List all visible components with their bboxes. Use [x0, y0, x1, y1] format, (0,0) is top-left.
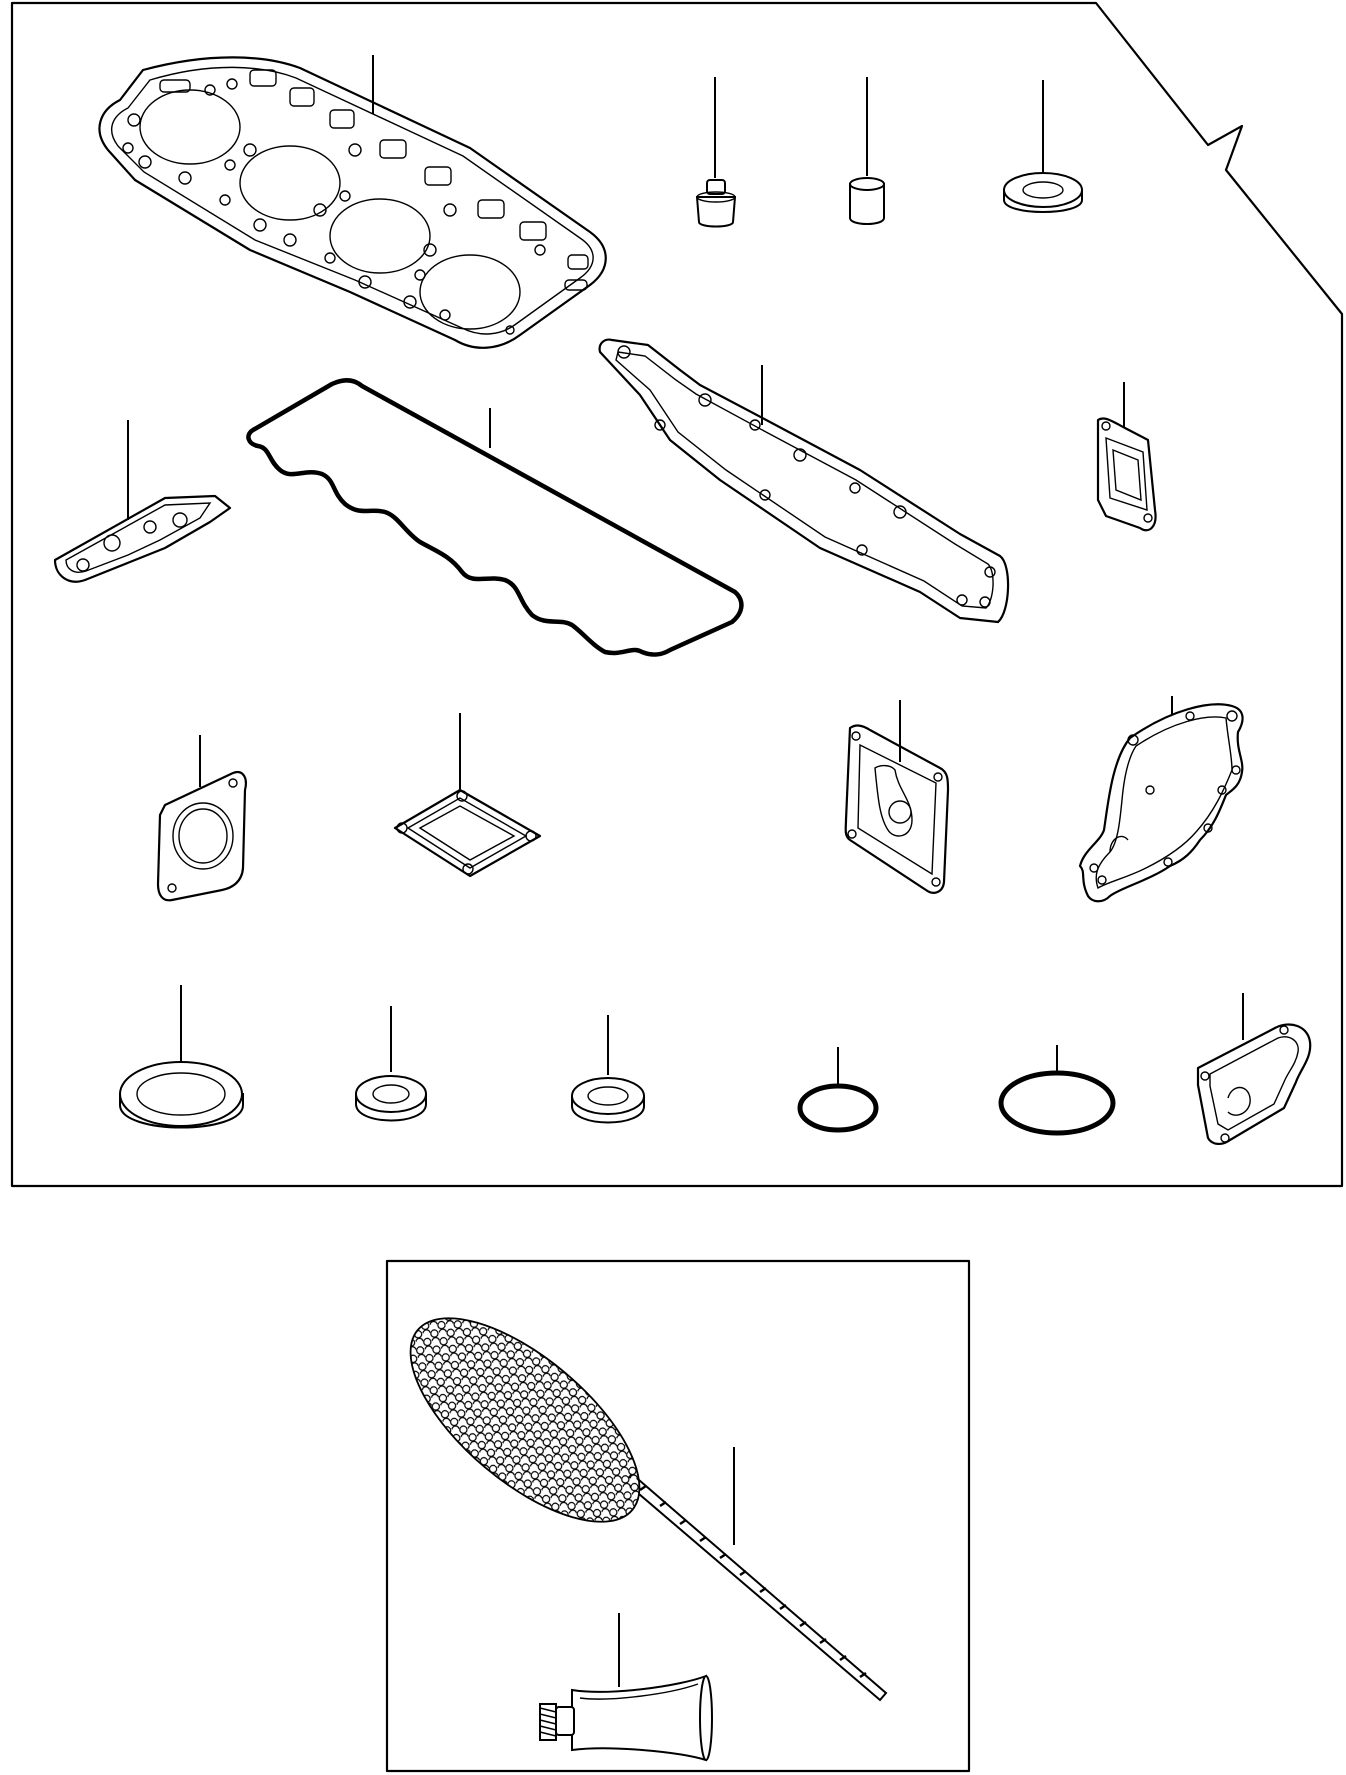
thermostat-gasket-icon	[1196, 993, 1312, 1145]
kit-panel-border	[10, 1, 1344, 1188]
small-flange-gasket-icon	[53, 420, 232, 583]
valve-stem-seal-icon	[695, 77, 737, 228]
accessory-panel-border	[385, 1259, 971, 1773]
rocker-cover-gasket-icon	[246, 378, 744, 657]
cylinder-head-gasket-icon	[98, 55, 607, 349]
medium-washer-icon	[571, 1015, 645, 1124]
accessory-panel	[385, 1259, 971, 1773]
valve-stem-cap-icon	[849, 77, 885, 225]
two-bolt-flange-gasket-icon	[156, 735, 247, 902]
water-pump-gasket-icon	[1078, 696, 1244, 903]
large-washer-icon	[119, 985, 244, 1129]
sealant-tube-icon	[539, 1613, 713, 1762]
cover-gasket-icon	[844, 700, 950, 894]
diamond-flange-gasket-icon	[393, 713, 542, 878]
manifold-gasket-icon	[598, 338, 1010, 624]
square-port-gasket-icon	[1096, 382, 1157, 532]
cylinder-brush-icon	[409, 1317, 888, 1702]
large-o-ring-icon	[998, 1045, 1116, 1136]
kit-panel	[10, 1, 1344, 1188]
seal-washer-icon	[1003, 80, 1083, 213]
medium-washer-icon	[355, 1006, 427, 1122]
small-o-ring-icon	[797, 1047, 879, 1133]
